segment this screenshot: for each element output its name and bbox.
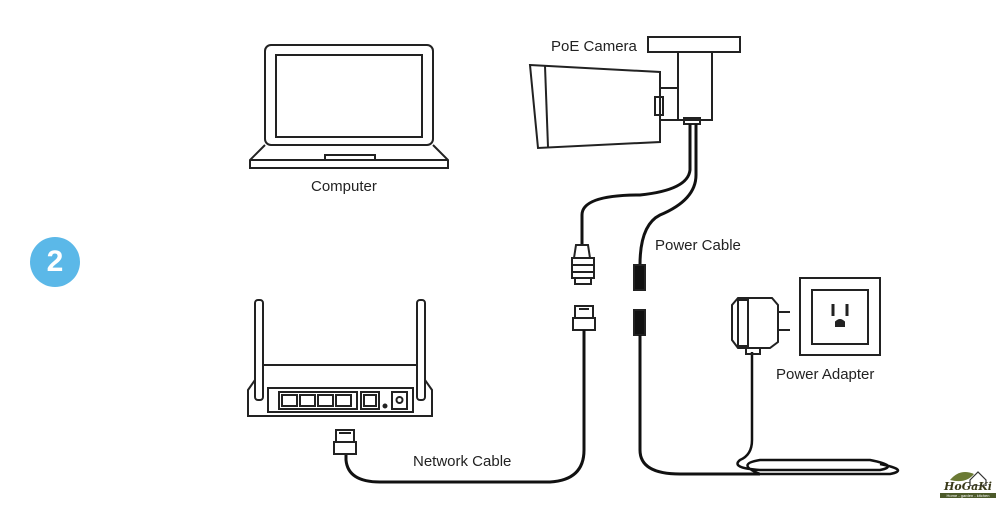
power-cable-label: Power Cable (655, 237, 741, 254)
adapter-cable-coil (736, 352, 900, 476)
rj45-jack-icon (572, 305, 596, 331)
laptop-icon (249, 44, 449, 169)
logo-tagline: Home - garden - kitchen (940, 493, 996, 498)
router-rj45-plug-icon (333, 429, 357, 455)
rj45-plug-icon (571, 244, 595, 285)
wall-outlet-icon (799, 277, 881, 356)
power-plug-icon (633, 264, 646, 291)
step-badge: 2 (30, 237, 80, 287)
network-cable-label: Network Cable (413, 453, 512, 470)
computer-label: Computer (311, 178, 377, 195)
power-adapter-icon (731, 297, 790, 355)
logo-name: HoGaKi (944, 480, 992, 493)
power-adapter-label: Power Adapter (776, 366, 875, 383)
router-icon (247, 299, 433, 417)
poe-camera-icon (528, 36, 741, 150)
power-jack-icon (633, 309, 646, 336)
hogaki-logo: HoGaKi Home - garden - kitchen (940, 466, 996, 512)
network-cable (344, 330, 586, 484)
camera-cables (580, 124, 698, 266)
camera-label: PoE Camera (551, 38, 637, 55)
leaf-house-icon (950, 471, 987, 486)
power-cable (638, 335, 760, 476)
